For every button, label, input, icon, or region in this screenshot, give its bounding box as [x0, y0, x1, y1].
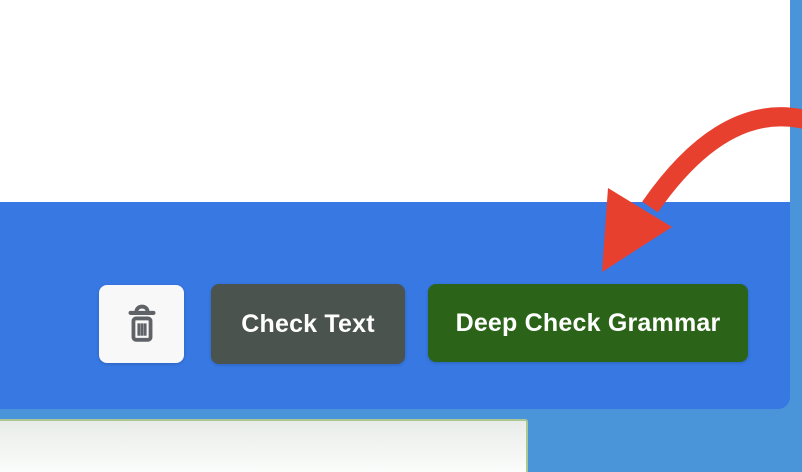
action-toolbar: Check Text Deep Check Grammar [0, 202, 790, 409]
results-panel [0, 419, 528, 472]
editor-content-area [0, 0, 790, 202]
document-card: Check Text Deep Check Grammar [0, 0, 790, 409]
delete-button[interactable] [99, 285, 184, 363]
check-text-button[interactable]: Check Text [211, 284, 405, 364]
deep-check-grammar-button[interactable]: Deep Check Grammar [428, 284, 748, 362]
trash-icon [128, 304, 155, 342]
deep-check-grammar-button-label: Deep Check Grammar [455, 308, 721, 337]
check-text-button-label: Check Text [241, 309, 375, 338]
